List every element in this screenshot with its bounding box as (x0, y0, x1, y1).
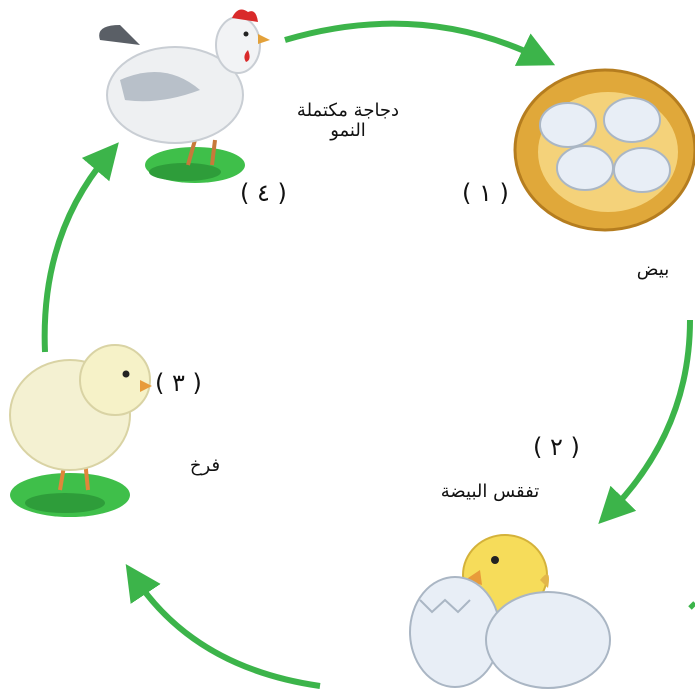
stage-4-label: دجاجة مكتملة النمو (268, 101, 428, 141)
stage-1-number: ( ١ ) (462, 179, 509, 207)
arrow-chick-to-hen (41, 142, 119, 353)
stage-4-label-line-2: النمو (330, 120, 366, 141)
stage-4-number: ( ٤ ) (240, 179, 287, 207)
stage-3-number: ( ٣ ) (155, 369, 202, 397)
stage-2-number: ( ٢ ) (533, 433, 580, 461)
arrow-partial-right-edge (688, 601, 695, 610)
chick-picture (9, 344, 152, 517)
eggs-in-nest-picture (513, 68, 695, 232)
arrow-hatching-to-chick (125, 564, 321, 689)
stage-2-label: تفقس البيضة (440, 481, 540, 502)
stage-3-label: فرخ (189, 455, 221, 476)
arrow-hen-to-eggs (284, 20, 556, 66)
arrow-eggs-to-hatching (598, 319, 693, 525)
hen-picture (99, 9, 270, 183)
stage-1-label: بيض (636, 259, 670, 280)
stage-4-label-line-1: دجاجة مكتملة (296, 100, 400, 121)
hatching-chick-picture (409, 534, 611, 689)
